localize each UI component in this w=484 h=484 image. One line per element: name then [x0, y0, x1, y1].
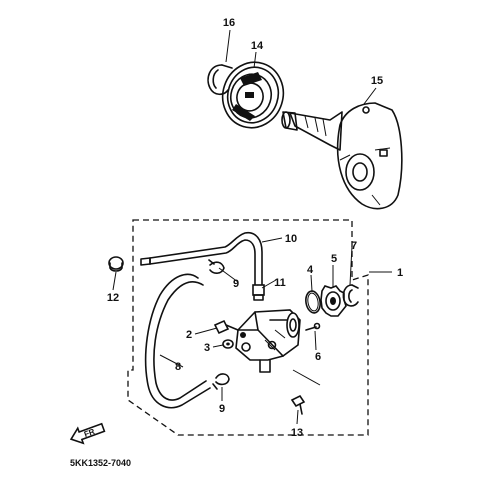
callout-9-lower: 9 — [219, 403, 225, 415]
clamp-part-9-lower — [212, 373, 230, 390]
callout-3: 3 — [204, 342, 210, 354]
circlip-part-7 — [342, 284, 359, 307]
front-direction-arrow: FR — [69, 422, 106, 445]
direction-label: FR — [83, 427, 96, 439]
oring-part-4 — [305, 290, 321, 314]
callout-6: 6 — [315, 351, 321, 363]
clamp-part-9-upper — [208, 259, 225, 274]
drawing-code: 5KK1352-7040 — [70, 458, 131, 468]
fitting-part-12 — [108, 256, 124, 272]
hose-part-8 — [144, 273, 211, 409]
shaft-part-15 — [281, 111, 343, 151]
callout-12: 12 — [107, 292, 119, 304]
leader-lines — [112, 29, 392, 425]
callout-10: 10 — [285, 233, 297, 245]
pump-body — [235, 309, 301, 373]
callout-11: 11 — [274, 277, 286, 289]
bolt-part-13 — [290, 394, 306, 415]
pin-part-6 — [305, 322, 321, 331]
clip-part-16 — [207, 64, 233, 96]
callout-16: 16 — [223, 17, 235, 29]
washer-part-3 — [222, 339, 234, 349]
callout-13: 13 — [291, 427, 303, 439]
screw-part-2 — [213, 319, 239, 335]
callout-9-upper: 9 — [233, 278, 239, 290]
assembly-boundary — [127, 219, 369, 436]
callout-15: 15 — [371, 75, 383, 87]
gear-part-5 — [320, 285, 347, 317]
callout-14: 14 — [251, 40, 264, 52]
callout-7: 7 — [351, 240, 357, 252]
callout-4: 4 — [307, 264, 314, 276]
callout-2: 2 — [186, 329, 192, 341]
callout-1: 1 — [397, 267, 403, 279]
pulley-part-14 — [221, 61, 285, 129]
callout-8: 8 — [175, 361, 181, 373]
connector-part-11 — [252, 284, 265, 301]
hose-part-10 — [140, 231, 263, 286]
housing-cover — [336, 102, 403, 210]
callout-5: 5 — [331, 253, 337, 265]
